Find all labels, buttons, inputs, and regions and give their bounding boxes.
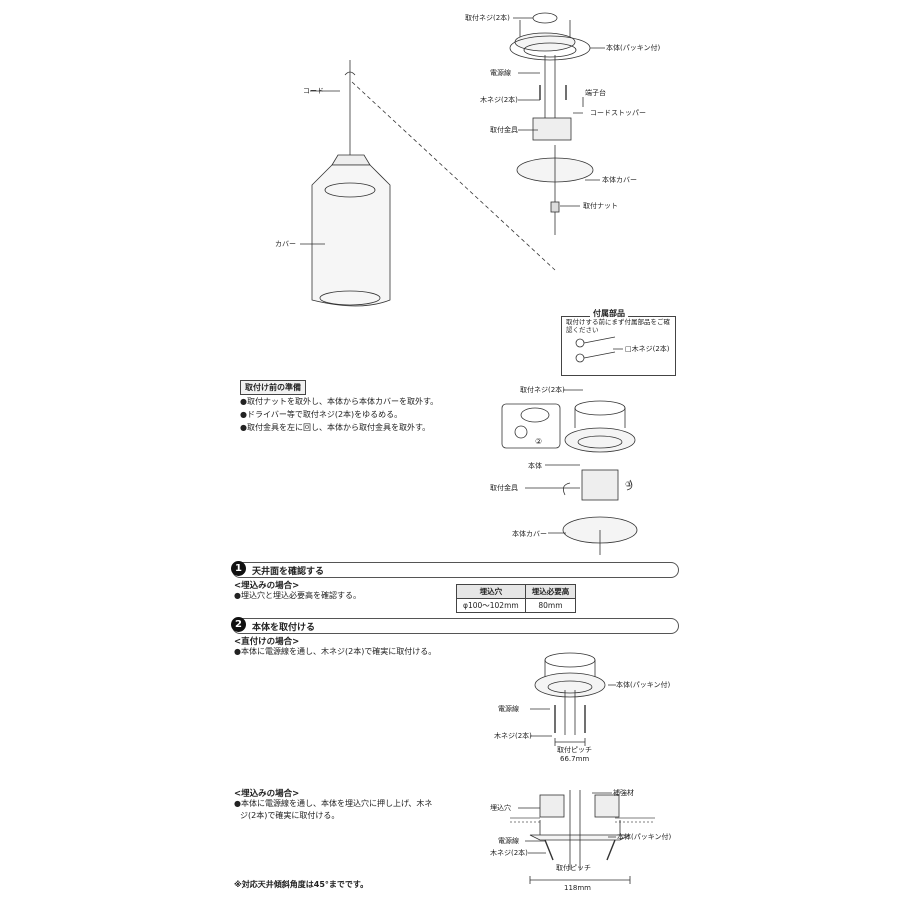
label-mount-bracket: 取付金具: [490, 126, 518, 134]
step2-subheading-direct: <直付けの場合>: [234, 637, 300, 647]
recessed-mount-drawing: [510, 790, 655, 884]
label-mount-nut: 取付ナット: [583, 202, 618, 210]
step1-text: ●埋込穴と埋込必要高を確認する。: [234, 591, 361, 600]
step2-text-direct: ●本体に電源線を通し、木ネジ(2本)で確実に取付ける。: [234, 647, 437, 656]
pendant-lamp-drawing: [311, 60, 391, 307]
step2-text-recessed-2: ジ(2本)で確実に取付ける。: [240, 811, 340, 820]
label-mount-screw: 取付ネジ(2本): [465, 14, 510, 22]
spec-value-hole: φ100〜102mm: [456, 598, 526, 613]
prep-label-mount-screw: 取付ネジ(2本): [520, 386, 565, 394]
prep-label-mount-bracket: 取付金具: [490, 484, 518, 492]
accessory-screws-drawing: [575, 336, 616, 363]
step2-subheading-recessed: <埋込みの場合>: [234, 789, 300, 799]
recessed-label-wood-screw: 木ネジ(2本): [490, 849, 528, 857]
prep-line-3: ●取付金具を左に回し、本体から取付金具を取外す。: [240, 423, 431, 432]
step1-number: 1: [231, 561, 246, 576]
prep-label-body: 本体: [528, 462, 542, 470]
prep-line-2: ●ドライバー等で取付ネジ(2本)をゆるめる。: [240, 410, 403, 419]
direct-pitch-value: 66.7mm: [560, 755, 590, 763]
spec-header-height: 埋込必要高: [524, 584, 577, 599]
label-cord: コード: [303, 87, 324, 95]
accessories-note: 取付けする前にまず付属部品をご確認ください: [566, 318, 670, 334]
accessories-item: □木ネジ(2本): [625, 345, 670, 353]
recessed-label-body-packing: 本体(パッキン付): [617, 833, 672, 841]
prep-label-body-cover: 本体カバー: [512, 530, 547, 538]
prep-mark-2: ②: [535, 437, 543, 446]
accessories-title: 付属部品: [590, 308, 628, 319]
prep-line-1: ●取付ナットを取外し、本体から本体カバーを取外す。: [240, 397, 439, 406]
direct-mount-drawing: [534, 652, 606, 746]
exploded-assembly-drawing: [509, 12, 594, 235]
label-terminal-block: 端子台: [585, 89, 606, 97]
recessed-label-reinforcement: 補強材: [613, 789, 634, 797]
label-body-packing: 本体(パッキン付): [606, 44, 661, 52]
prep-mark-3: ③: [625, 480, 633, 489]
label-body-cover: 本体カバー: [602, 176, 637, 184]
label-cord-stopper: コードストッパー: [590, 109, 646, 117]
embed-spec-table: 埋込穴 埋込必要高 φ100〜102mm 80mm: [456, 584, 577, 613]
recessed-pitch-value: 118mm: [564, 884, 591, 892]
recessed-label-power-wire: 電源線: [498, 837, 519, 845]
direct-pitch-label: 取付ピッチ: [557, 746, 592, 754]
step2-title: 本体を取付ける: [252, 623, 316, 633]
label-power-wire: 電源線: [490, 69, 511, 77]
direct-label-power-wire: 電源線: [498, 705, 519, 713]
recessed-label-hole: 埋込穴: [490, 804, 511, 812]
step1-title: 天井面を確認する: [252, 567, 325, 577]
step2-number: 2: [231, 617, 246, 632]
prep-title: 取付け前の準備: [240, 380, 306, 395]
label-cover: カバー: [275, 240, 296, 248]
direct-label-body-packing: 本体(パッキン付): [616, 681, 671, 689]
direct-label-wood-screw: 木ネジ(2本): [494, 732, 532, 740]
step2-text-recessed-1: ●本体に電源線を通し、本体を埋込穴に押し上げ、木ネ: [234, 799, 433, 808]
footnote: ※対応天井傾斜角度は45°までです。: [234, 880, 369, 889]
prep-assembly-drawing: [501, 400, 638, 555]
spec-header-hole: 埋込穴: [456, 584, 526, 599]
label-wood-screw: 木ネジ(2本): [480, 96, 518, 104]
spec-value-height: 80mm: [524, 598, 577, 613]
step1-subheading: <埋込みの場合>: [234, 581, 300, 591]
recessed-pitch-label: 取付ピッチ: [556, 864, 591, 872]
